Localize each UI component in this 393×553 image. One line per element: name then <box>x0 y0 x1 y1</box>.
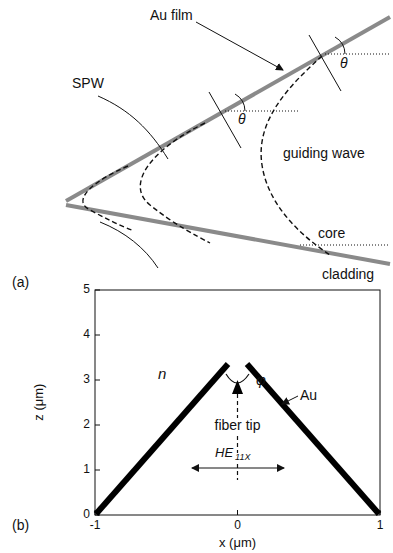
tick-label: -1 <box>90 519 101 532</box>
region-label: cladding <box>322 267 374 282</box>
angle-symbol: θ <box>340 56 348 71</box>
tick-label: 0 <box>234 519 241 532</box>
mode-label: HE <box>214 446 234 460</box>
region-label: core <box>318 226 345 241</box>
part-label: fiber tip <box>214 418 262 433</box>
tick-label: 1 <box>83 463 90 476</box>
tick-label: 4 <box>83 328 90 341</box>
axis-title: x (μm) <box>219 536 256 550</box>
au-coated-tip <box>96 364 379 514</box>
tick-label: 0 <box>83 508 90 521</box>
taper-sketch <box>66 17 390 268</box>
tick-label: 2 <box>83 418 90 431</box>
angle-symbol: φ <box>256 372 266 389</box>
tick-label: 3 <box>83 373 90 386</box>
angle-symbol: θ <box>238 112 246 127</box>
tick-label: 5 <box>83 283 90 296</box>
panel-letter: (b) <box>12 518 29 533</box>
tick-label: 1 <box>377 519 384 532</box>
wave-label: guiding wave <box>283 146 365 161</box>
index-label: n <box>158 366 166 383</box>
part-label: Au <box>300 388 317 403</box>
mode-subscript: 11X <box>234 453 251 463</box>
axis-title: z (μm) <box>33 383 47 420</box>
wave-label: SPW <box>72 76 104 91</box>
plot-frame <box>95 290 380 515</box>
part-label: Au film <box>150 8 193 23</box>
panel-letter: (a) <box>12 275 29 290</box>
